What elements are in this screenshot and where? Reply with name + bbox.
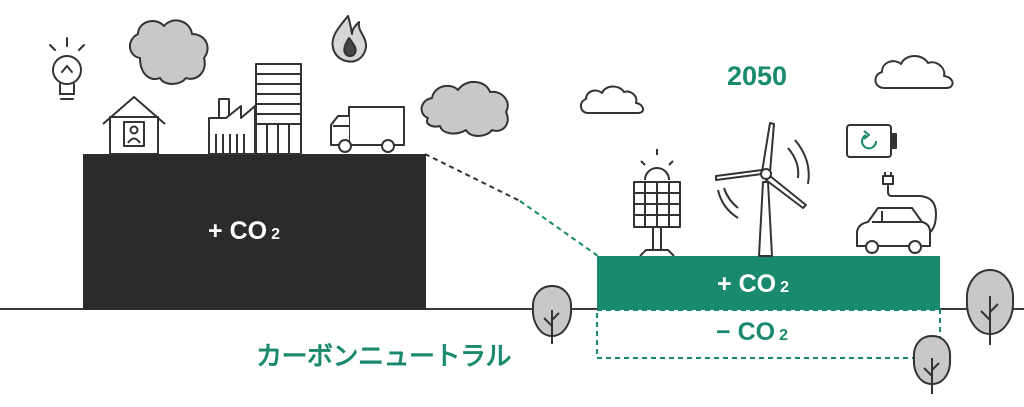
- smoke-cloud-icon: [420, 81, 509, 137]
- smoke-cloud-icon: [129, 19, 209, 85]
- future-co2-sign: +: [717, 270, 732, 298]
- future-co2-subscript: 2: [780, 279, 789, 296]
- current-co2-text: CO: [229, 217, 268, 245]
- tree-icon: [965, 269, 1015, 345]
- solar-panel-icon: [633, 149, 681, 257]
- absorption-co2-subscript: 2: [779, 327, 788, 344]
- truck-icon: [330, 106, 405, 153]
- lightbulb-icon: [49, 37, 85, 100]
- wind-turbine-icon: [715, 122, 810, 257]
- factory-icon: [208, 98, 256, 155]
- battery-icon: [846, 124, 897, 158]
- reduction-connector: [424, 153, 599, 257]
- absorption-co2-sign: −: [716, 318, 731, 346]
- current-co2-sign: +: [208, 217, 223, 245]
- tree-icon: [531, 285, 573, 344]
- target-year: 2050: [727, 61, 788, 91]
- absorption-co2-text: CO: [737, 318, 776, 346]
- diagram-title: カーボンニュートラル: [256, 341, 512, 371]
- flame-icon: [331, 15, 367, 63]
- current-co2-subscript: 2: [271, 226, 280, 243]
- electric-car-icon: [856, 172, 937, 254]
- tree-icon: [912, 335, 952, 394]
- building-icon: [255, 63, 302, 155]
- absorption-dashed-box: [596, 309, 941, 359]
- cloud-outline-icon: [580, 85, 644, 114]
- cloud-outline-icon: [874, 55, 954, 89]
- current-emission-block: [83, 154, 426, 310]
- future-emission-block: [597, 256, 940, 310]
- future-co2-text: CO: [738, 270, 777, 298]
- house-icon: [102, 96, 166, 155]
